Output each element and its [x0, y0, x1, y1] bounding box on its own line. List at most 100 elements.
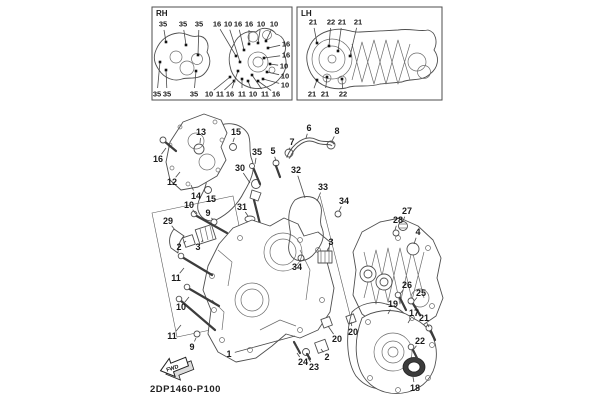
leader-line — [197, 29, 200, 56]
tensioner-shoe-29 — [169, 228, 185, 254]
part-number-label: 10 — [205, 90, 213, 99]
leader-line — [211, 217, 214, 221]
leader-line — [201, 239, 204, 243]
lh-case-outline — [306, 28, 438, 90]
bolt-dot — [261, 77, 265, 81]
leader-line — [184, 296, 190, 303]
part-number-label: 29 — [163, 216, 173, 226]
rh-left-case-hole — [179, 60, 195, 76]
bolt-11 — [177, 252, 214, 277]
part-number-label: 10 — [280, 62, 288, 71]
bolt-5 — [272, 159, 282, 179]
center-gasket-33 — [288, 196, 324, 262]
leader-line-long — [319, 195, 352, 320]
bolt-dot — [194, 69, 198, 73]
part-number-label: 2 — [324, 352, 329, 362]
leader-line — [183, 29, 187, 46]
leader-line — [299, 259, 302, 262]
part-number-label: 21 — [419, 313, 429, 323]
leader-line — [426, 323, 430, 328]
leader-line — [213, 76, 231, 91]
part-number-label: 3 — [328, 237, 333, 247]
fwd-arrow-label: FWD — [166, 364, 180, 374]
plug-23 — [302, 348, 312, 361]
circlip-34 — [297, 254, 305, 262]
part-number-label: 15 — [206, 194, 216, 204]
clamp-8 — [326, 140, 336, 150]
leader-line — [266, 71, 280, 76]
leader-line — [413, 237, 417, 245]
part-number-label: 11 — [171, 273, 181, 283]
part-number-label: 9 — [205, 208, 210, 218]
part-number-label: 22 — [339, 90, 347, 99]
bolt-22 — [407, 343, 420, 362]
bolt-dot — [232, 79, 236, 83]
leader-line — [316, 192, 321, 202]
lh-cover-circle-inner — [318, 45, 346, 73]
rh-right-case-outline — [228, 27, 287, 89]
part-number-label: 16 — [282, 40, 290, 49]
bolt-dot — [158, 60, 162, 64]
leader-line — [199, 137, 201, 144]
nut-15 — [204, 186, 212, 194]
leader-line — [413, 345, 417, 350]
part-number-label: 3 — [195, 242, 200, 252]
stud-35 — [249, 163, 262, 186]
leader-line — [387, 309, 391, 315]
part-number-label: 15 — [231, 127, 241, 137]
part-number-label: 35 — [163, 90, 171, 99]
part-number-label: 11 — [238, 90, 246, 99]
part-number-label: 34 — [292, 262, 302, 272]
leader-line — [224, 80, 235, 91]
oring-13 — [193, 143, 205, 155]
bolt-dot — [268, 62, 272, 66]
part-number-label: 35 — [159, 20, 167, 29]
leader-line — [326, 247, 329, 252]
leader-line — [257, 80, 272, 91]
main-exploded-view: FWD 2DP1460-P100 16121315141530355768323… — [150, 113, 444, 395]
leader-line — [157, 61, 161, 89]
leader-line — [288, 147, 291, 151]
part-number-label: 11 — [167, 331, 177, 341]
part-number-label: 10 — [270, 20, 278, 29]
leader-line — [413, 297, 418, 302]
lh-bearing-hole — [407, 52, 427, 72]
part-number-label: 12 — [167, 177, 177, 187]
leader-line — [194, 70, 197, 89]
bolt-dot — [315, 41, 319, 45]
dowel-20 — [345, 313, 357, 325]
bolt-dot — [315, 78, 319, 82]
leader-line — [163, 29, 167, 43]
leader-line — [232, 137, 235, 143]
leader-line — [231, 70, 239, 89]
part-number-label: 1 — [226, 349, 231, 359]
part-number-label: 21 — [321, 90, 329, 99]
rh-inset-title: RH — [156, 9, 168, 18]
leader-line — [171, 225, 176, 231]
pin-2 — [182, 234, 196, 248]
leader-line — [394, 225, 397, 231]
bolt-dot — [247, 42, 251, 46]
spring-screw-24 — [292, 340, 302, 355]
part-number-label: 13 — [196, 127, 206, 137]
leader-line — [325, 76, 328, 89]
part-number-label: 34 — [339, 196, 349, 206]
fwd-arrow-icon: FWD — [159, 356, 195, 381]
leader-line — [229, 29, 241, 63]
bolt-dot — [196, 53, 200, 57]
part-number-label: 19 — [388, 299, 398, 309]
part-number-label: 30 — [235, 163, 245, 173]
part-number-label: 10 — [224, 20, 232, 29]
part-number-label: 35 — [252, 147, 262, 157]
lh-bearing-hole — [417, 65, 431, 79]
leader-line — [179, 267, 185, 274]
bolt-dot — [256, 41, 260, 45]
part-number-label: 14 — [191, 191, 201, 201]
rh-right-case-bore-inner — [252, 56, 264, 68]
cylinder-3 — [194, 224, 217, 245]
lh-cover-hub — [327, 54, 337, 64]
leader-line — [263, 55, 281, 59]
leader-line — [338, 206, 342, 212]
plug-27 — [398, 221, 408, 231]
